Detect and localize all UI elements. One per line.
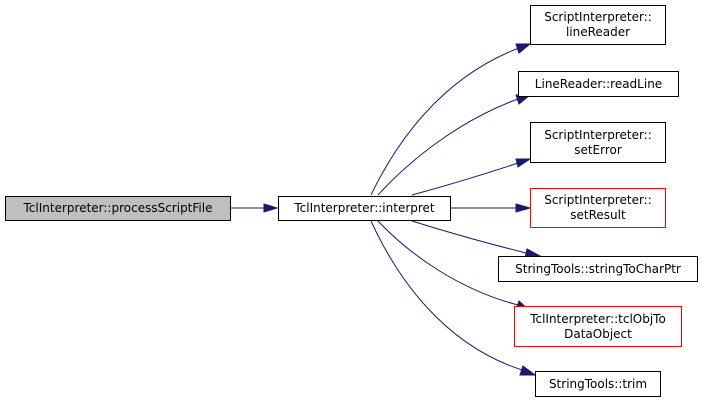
edge-interpret-to-lineReader [370, 47, 520, 196]
edge-interpret-to-trim [370, 220, 523, 371]
node-setResult-line2: setResult [570, 208, 626, 222]
edge-arrowhead [515, 43, 532, 54]
node-setResult-line1: ScriptInterpreter:: [544, 193, 652, 207]
node-readLine[interactable]: LineReader::readLine [518, 71, 679, 97]
node-trim-label: StringTools::trim [548, 376, 648, 391]
node-processScriptFile-label: TclInterpreter::processScriptFile [23, 201, 213, 215]
edge-interpret-to-setError [411, 162, 519, 196]
node-interpret-label: TclInterpreter::interpret [294, 201, 435, 215]
edge-interpret-to-readLine [377, 98, 519, 196]
node-setError-line2: setError [574, 142, 622, 157]
node-readLine-label: LineReader::readLine [534, 76, 663, 91]
edge-arrowhead [263, 203, 279, 213]
edge-interpret-to-stringToCharPtr [411, 220, 527, 254]
node-stringToCharPtr-label: StringTools::stringToCharPtr [515, 261, 681, 276]
node-processScriptFile: TclInterpreter::processScriptFile [5, 196, 231, 221]
node-interpret[interactable]: TclInterpreter::interpret [278, 196, 451, 221]
node-lineReader-line1: ScriptInterpreter:: [544, 10, 652, 24]
node-tclObjToDataObject-line2: DataObject [564, 326, 632, 341]
node-tclObjToDataObject[interactable]: TclInterpreter::tclObjTo DataObject [514, 306, 682, 347]
edge-interpret-to-tclObjToDataObject [377, 220, 519, 306]
node-trim[interactable]: StringTools::trim [535, 371, 661, 397]
edge-arrowhead [515, 203, 532, 213]
node-setError-line1: ScriptInterpreter:: [544, 127, 652, 142]
node-stringToCharPtr[interactable]: StringTools::stringToCharPtr [498, 256, 698, 282]
node-lineReader-line2: lineReader [565, 25, 631, 39]
node-tclObjToDataObject-line1: TclInterpreter::tclObjTo [530, 311, 666, 326]
node-lineReader[interactable]: ScriptInterpreter:: lineReader [530, 5, 666, 45]
edge-arrowhead [519, 365, 537, 376]
node-setResult[interactable]: ScriptInterpreter:: setResult [530, 188, 666, 228]
node-setError[interactable]: ScriptInterpreter:: setError [530, 122, 666, 163]
edge-arrowhead [515, 158, 532, 168]
